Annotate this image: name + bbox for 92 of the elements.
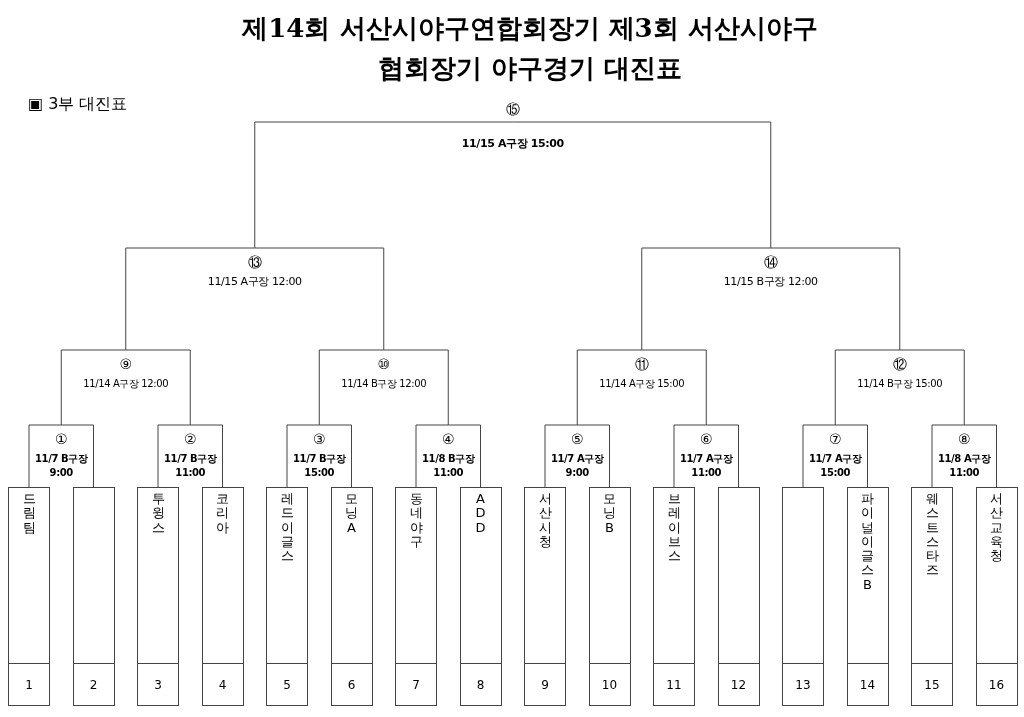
seed-number: 1	[9, 663, 49, 705]
title: 제14회 서산시야구연합회장기 제3회 서산시야구협회장기 야구경기 대진표	[241, 12, 819, 85]
bracket-line	[60, 424, 94, 488]
match-number: ⑧	[957, 431, 971, 447]
seed-number: 11	[654, 663, 694, 705]
bracket-line	[189, 424, 223, 488]
seed-number: 12	[718, 663, 759, 705]
match-number: ⑥	[699, 431, 713, 447]
bracket-line	[512, 121, 772, 249]
match-number: ⑭	[763, 254, 778, 270]
seed-number: 4	[202, 663, 243, 705]
team-box	[653, 487, 695, 706]
bracket-line	[318, 349, 385, 426]
team-name: 브레이브스	[667, 492, 681, 564]
bracket-line	[899, 349, 965, 426]
match-number: ⑦	[828, 431, 842, 447]
team-box	[459, 487, 502, 706]
bracket-line	[770, 247, 901, 351]
team-box	[201, 487, 244, 706]
seed-number: 14	[847, 663, 888, 705]
team-name: 모닝B	[603, 492, 616, 535]
bracket-line	[28, 424, 62, 488]
team-name: 드림팀	[22, 492, 36, 535]
bracket-line	[641, 349, 707, 426]
seed-number: 2	[73, 663, 114, 705]
match-number: ⑬	[247, 254, 262, 270]
bracket-line	[286, 424, 320, 488]
bracket-line	[834, 424, 868, 488]
bracket-line	[383, 349, 449, 426]
team-box	[330, 487, 373, 706]
bracket-line	[60, 349, 127, 426]
match-number: ⑨	[119, 356, 133, 372]
bracket-line	[318, 424, 352, 488]
bracket-line	[125, 349, 191, 426]
team-name: 코리아	[216, 492, 229, 535]
match-number: ①	[54, 431, 68, 447]
bracket-line	[673, 424, 707, 488]
bracket-line	[576, 349, 643, 426]
seed-number: 13	[783, 663, 823, 705]
team-box	[782, 487, 824, 706]
seed-number: 10	[589, 663, 630, 705]
bracket-line	[254, 121, 514, 249]
team-name: 서산교육청	[990, 492, 1003, 564]
team-box	[137, 487, 179, 706]
seed-number: 7	[396, 663, 436, 705]
section-heading: ▣ 3부 대진표	[28, 94, 128, 115]
team-name: 웨스트스타즈	[925, 492, 939, 578]
team-name: 모닝A	[345, 492, 358, 535]
bracket-line	[931, 424, 965, 488]
bracket-line	[157, 424, 191, 488]
team-box	[8, 487, 50, 706]
bracket-line	[834, 349, 901, 426]
bracket-line	[447, 424, 481, 488]
match-number: ②	[183, 431, 197, 447]
bracket-line	[576, 424, 610, 488]
team-name: 서산시청	[538, 492, 552, 550]
team-name: 파이널이글스B	[861, 492, 874, 593]
bracket-line	[415, 424, 449, 488]
team-box	[975, 487, 1018, 706]
bracket-line	[125, 247, 256, 351]
team-box	[588, 487, 631, 706]
seed-number: 3	[138, 663, 178, 705]
team-box	[395, 487, 437, 706]
seed-number: 5	[267, 663, 307, 705]
bracket-line	[802, 424, 836, 488]
team-box	[266, 487, 308, 706]
match-number: ⑪	[634, 356, 649, 372]
team-name: 레드이글스	[280, 492, 294, 564]
match-number: ⑤	[570, 431, 584, 447]
team-name: ADD	[474, 492, 487, 535]
match-number: ⑮	[505, 101, 520, 117]
seed-number: 6	[331, 663, 372, 705]
seed-number: 8	[460, 663, 501, 705]
bracket-line	[705, 424, 739, 488]
match-number: ④	[441, 431, 455, 447]
seed-number: 16	[976, 663, 1017, 705]
team-name: 투윙스	[151, 492, 165, 535]
bracket-line	[641, 247, 772, 351]
team-box	[846, 487, 889, 706]
team-box	[717, 487, 760, 706]
team-box	[911, 487, 953, 706]
match-number: ⑫	[892, 356, 907, 372]
team-name: 동네야구	[409, 492, 423, 550]
team-box	[524, 487, 566, 706]
bracket-line	[254, 247, 385, 351]
bracket-line	[963, 424, 997, 488]
match-number: ③	[312, 431, 326, 447]
match-number: ⑩	[377, 356, 391, 372]
seed-number: 9	[525, 663, 565, 705]
seed-number: 15	[912, 663, 952, 705]
bracket-line	[544, 424, 578, 488]
team-box	[72, 487, 115, 706]
